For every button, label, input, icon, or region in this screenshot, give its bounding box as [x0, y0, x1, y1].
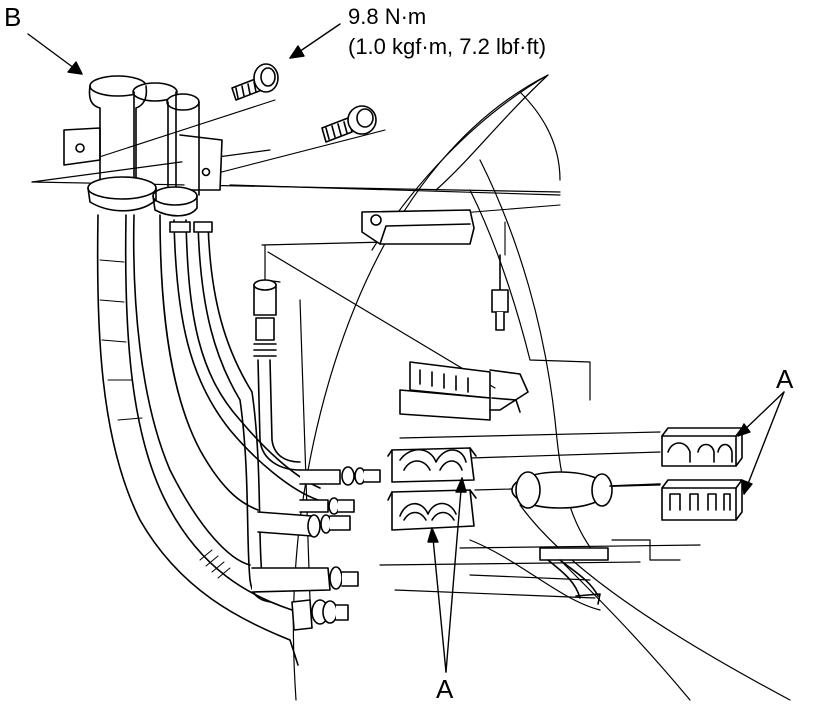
- lower-bracket: [539, 547, 609, 605]
- bolt-lower: [321, 105, 377, 143]
- callout-label-a-right: A: [776, 364, 794, 394]
- hose-clamp-upper: [387, 447, 477, 483]
- hose-fittings: [251, 466, 381, 631]
- hose-clamp-right-lower: [661, 479, 743, 521]
- hose-clamp-right-upper: [661, 427, 743, 467]
- through-pipe: [511, 471, 661, 509]
- callout-label-b: B: [4, 2, 22, 32]
- hose-clamp-lower: [387, 489, 477, 531]
- callout-arrows: [27, 23, 785, 673]
- torque-spec-metric: 9.8 N·m: [348, 4, 427, 29]
- bolt-upper: [231, 63, 279, 101]
- torque-spec-imperial: (1.0 kgf·m, 7.2 lbf·ft): [348, 34, 547, 59]
- connector-block: [399, 361, 529, 421]
- center-bracket: [361, 209, 509, 331]
- callout-label-a-bottom: A: [436, 674, 454, 704]
- sensor-connector: [253, 279, 301, 471]
- hose-group: [96, 214, 321, 666]
- hose-bracket-b: [63, 75, 223, 217]
